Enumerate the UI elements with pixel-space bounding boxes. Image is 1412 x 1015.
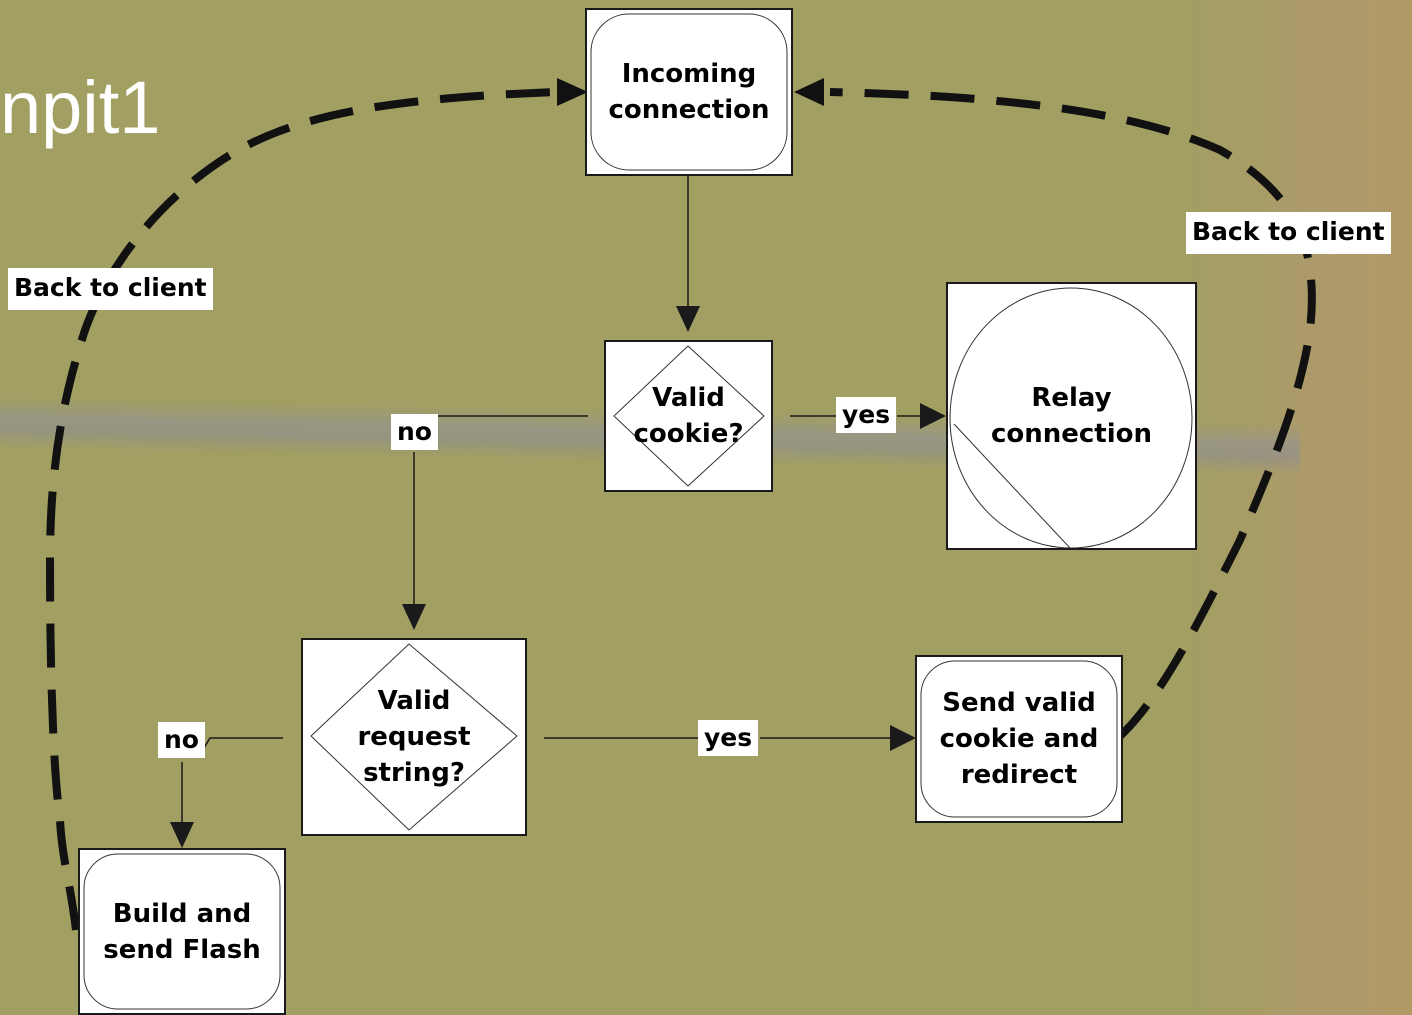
edge-label-request-no: no <box>158 722 205 758</box>
slide-title: npit1 <box>0 66 161 149</box>
rounded-rect-shape <box>83 853 281 1010</box>
node-send-cookie-redirect: Send valid cookie and redirect <box>915 655 1123 823</box>
edge-label-back-right: Back to client <box>1186 212 1391 254</box>
node-label: Incoming connection <box>608 59 770 125</box>
arrowhead <box>170 822 194 848</box>
background-gradient <box>1180 0 1412 1015</box>
edge-back-left <box>45 88 556 931</box>
node-label: Valid cookie? <box>633 383 744 449</box>
arrowhead <box>890 725 916 751</box>
arrowhead <box>920 403 946 429</box>
node-valid-cookie-decision: Valid cookie? <box>604 340 773 492</box>
node-build-send-flash: Build and send Flash <box>78 848 286 1015</box>
node-label: Build and send Flash <box>103 898 261 965</box>
diamond-shape <box>613 345 765 487</box>
arrowhead <box>557 78 588 106</box>
edge-label-cookie-yes: yes <box>836 397 897 433</box>
edge-cookie-no <box>413 415 588 605</box>
edge-label-back-left: Back to client <box>8 268 213 310</box>
diamond-shape <box>310 643 518 831</box>
node-valid-request-decision: Valid request string? <box>301 638 527 836</box>
circle-shape <box>949 287 1193 548</box>
node-label: Valid request string? <box>357 686 471 788</box>
arrowhead <box>794 78 824 106</box>
node-label: Relay connection <box>990 383 1153 449</box>
node-relay-connection: Relay connection <box>946 282 1197 550</box>
edge-back-right <box>829 88 1316 741</box>
arrowhead <box>676 306 700 332</box>
edge-label-cookie-no: no <box>391 414 438 450</box>
node-label: Send valid cookie and redirect <box>939 688 1099 790</box>
edge-request-no <box>181 737 283 822</box>
arrowhead <box>402 604 426 630</box>
rounded-rect-shape <box>920 660 1118 818</box>
node-incoming-connection: Incoming connection <box>585 8 793 176</box>
edge-label-request-yes: yes <box>698 720 759 756</box>
rounded-rect-shape <box>590 13 788 171</box>
